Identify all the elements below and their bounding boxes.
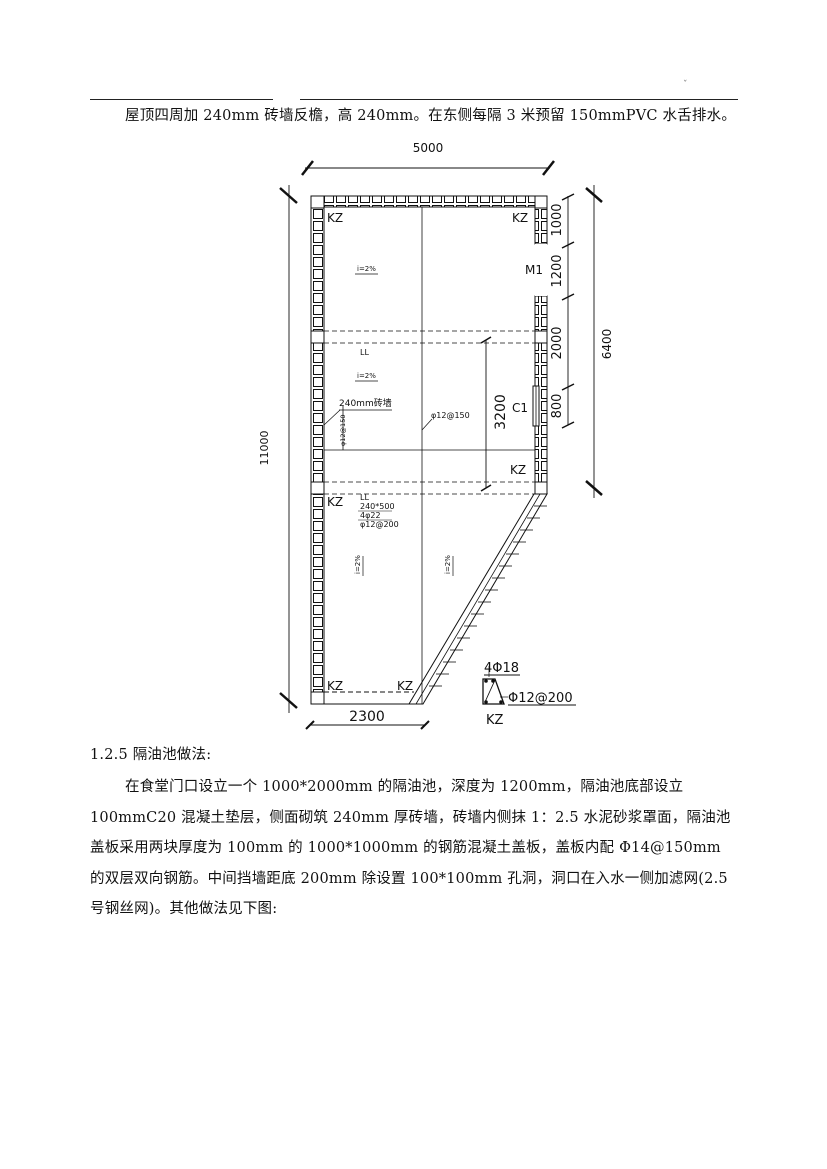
beam-size: 240*500 <box>360 502 395 511</box>
col-label: KZ <box>486 713 504 728</box>
label-kz-east: KZ <box>510 463 526 477</box>
section-body-paragraph: 在食堂门口设立一个 1000*2000mm 的隔油池，深度为 1200mm，隔油… <box>90 772 740 925</box>
slope-3: i=2% <box>354 555 362 574</box>
label-m1: M1 <box>525 263 543 277</box>
col-main-rebar: 4Φ18 <box>484 661 519 676</box>
section-heading: 1.2.5 隔油池做法: <box>90 747 212 763</box>
intro-text: 屋顶四周加 240mm 砖墙反檐，高 240mm。在东侧每隔 3 米预留 150… <box>125 108 737 124</box>
column-detail: 4Φ18 Φ12@200 KZ <box>482 661 576 728</box>
beam-main-rebar: 4φ22 <box>360 511 381 520</box>
rebar-vertical-note: φ12@150 <box>339 415 347 446</box>
label-ll-lower: LL <box>360 493 369 502</box>
beams <box>324 206 535 704</box>
dim-r1: 1000 <box>550 203 565 236</box>
dim-bottom: 2300 <box>349 709 385 725</box>
section-body-text: 在食堂门口设立一个 1000*2000mm 的隔油池，深度为 1200mm，隔油… <box>90 779 731 917</box>
dimension-lines <box>279 160 603 730</box>
dim-inner: 3200 <box>493 394 509 430</box>
header-rule-left <box>90 99 273 100</box>
dim-r2: 1200 <box>550 254 565 287</box>
label-kz-sw: KZ <box>327 679 343 693</box>
diagonal-wall-bricks <box>429 505 547 687</box>
rebar-150-note: φ12@150 <box>431 411 470 420</box>
beam-stirrup: φ12@200 <box>360 520 399 529</box>
label-c1: C1 <box>512 401 528 415</box>
door-m1-opening <box>535 244 547 296</box>
label-kz-south: KZ <box>397 679 413 693</box>
header-mark: ˇ <box>683 80 688 90</box>
slope-1: i=2% <box>357 265 376 273</box>
dim-right: 6400 <box>600 329 614 360</box>
label-kz-mid-west: KZ <box>327 495 343 509</box>
slope-4: i=2% <box>444 555 452 574</box>
header-rule-right <box>300 99 738 100</box>
dim-r4: 800 <box>550 394 565 419</box>
label-ll-upper: LL <box>360 348 369 357</box>
columns <box>310 195 548 705</box>
dim-r3: 2000 <box>550 326 565 359</box>
label-kz-nw: KZ <box>327 211 343 225</box>
slope-2: i=2% <box>357 372 376 380</box>
label-kz-ne: KZ <box>512 211 528 225</box>
dim-top: 5000 <box>413 141 444 155</box>
north-wall <box>310 195 548 208</box>
wall-note: 240mm砖墙 <box>339 397 392 409</box>
intro-paragraph: 屋顶四周加 240mm 砖墙反檐，高 240mm。在东侧每隔 3 米预留 150… <box>90 101 740 132</box>
col-stirrup: Φ12@200 <box>508 691 573 706</box>
west-wall <box>310 195 325 705</box>
dim-left: 11000 <box>258 431 271 466</box>
